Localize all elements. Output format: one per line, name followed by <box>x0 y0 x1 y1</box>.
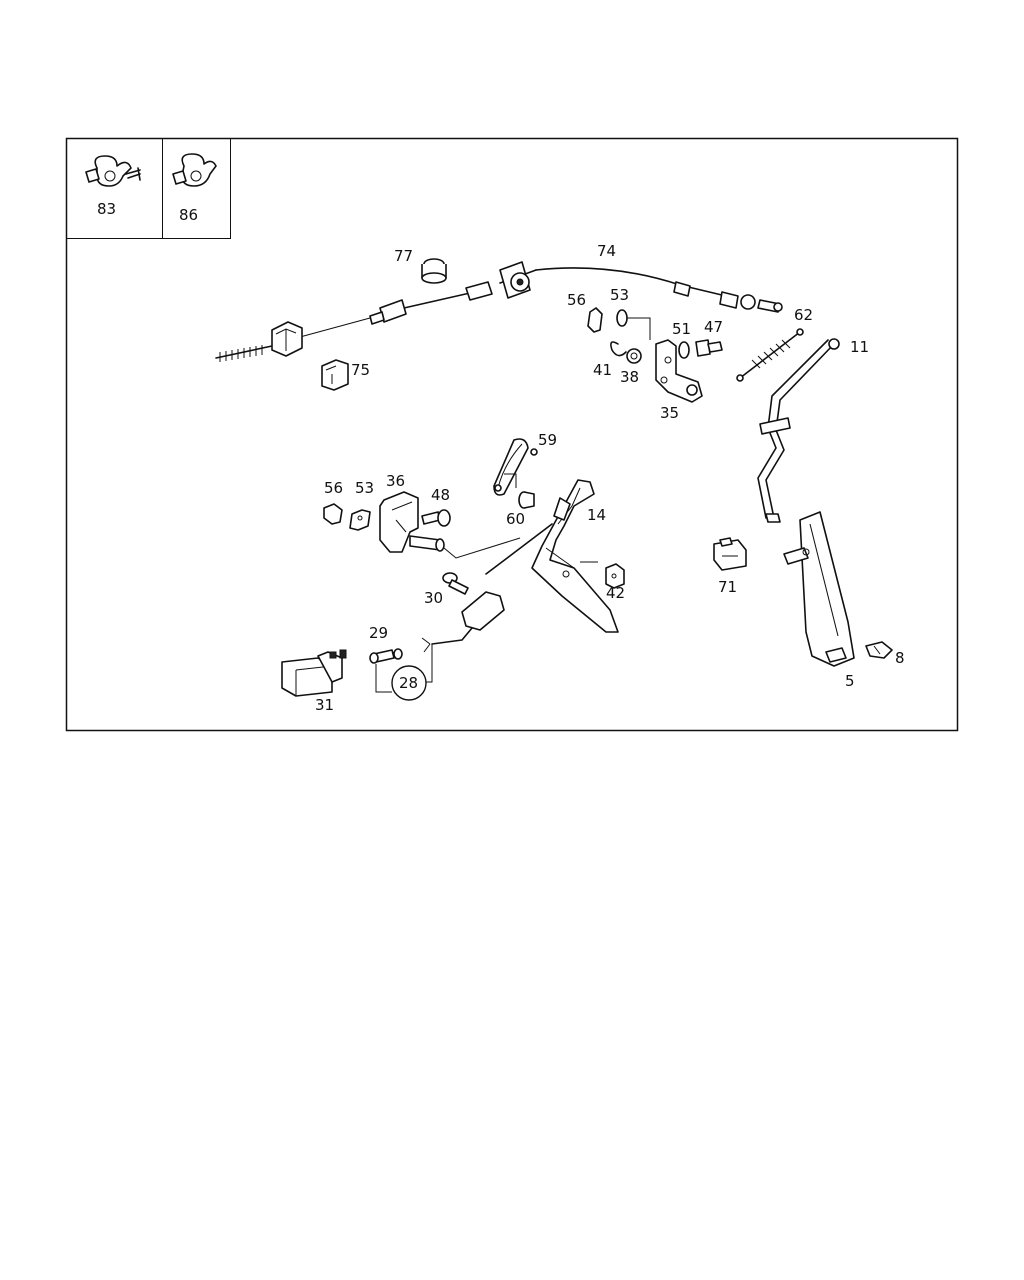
label-56-upper: 56 <box>567 291 586 309</box>
rod-11-drawing <box>757 338 840 523</box>
clip-8-drawing <box>865 641 893 659</box>
label-38: 38 <box>620 368 639 386</box>
label-30: 30 <box>424 589 443 607</box>
washer-53-upper-drawing <box>616 309 651 340</box>
relay-31-drawing <box>281 649 347 697</box>
threaded-end-drawing <box>215 345 273 362</box>
pedal-arm-14-drawing <box>531 479 619 633</box>
label-36: 36 <box>386 472 405 490</box>
callout-circle-28 <box>391 665 427 701</box>
clamp-86-drawing <box>172 153 217 187</box>
bolt-30-drawing <box>442 572 469 595</box>
nut-51-drawing <box>678 341 690 359</box>
label-5: 5 <box>845 672 855 690</box>
block-36-drawing <box>379 491 445 553</box>
clip-56-upper-drawing <box>587 307 603 333</box>
label-41: 41 <box>593 361 612 379</box>
clip-56-lower-drawing <box>323 503 343 525</box>
label-31: 31 <box>315 696 334 714</box>
leader-28 <box>375 644 433 693</box>
label-28: 28 <box>399 674 418 692</box>
pin-60-drawing <box>518 491 535 509</box>
label-8: 8 <box>895 649 905 667</box>
clamp-83-drawing <box>85 155 141 187</box>
bushing-38-drawing <box>626 348 642 364</box>
label-35: 35 <box>660 404 679 422</box>
label-75: 75 <box>351 361 370 379</box>
pin-29-drawing <box>369 648 403 664</box>
label-11: 11 <box>850 338 869 356</box>
label-56-lower: 56 <box>324 479 343 497</box>
label-86: 86 <box>179 206 198 224</box>
label-59: 59 <box>538 431 557 449</box>
bracket-clip-drawing <box>271 321 303 357</box>
label-47: 47 <box>704 318 723 336</box>
ring-41-drawing <box>610 341 627 357</box>
inset-box-86 <box>162 138 231 239</box>
label-53-upper: 53 <box>610 286 629 304</box>
switch-lever-drawing <box>421 591 505 653</box>
label-83: 83 <box>97 200 116 218</box>
label-77: 77 <box>394 247 413 265</box>
leader-36-14 <box>443 537 521 559</box>
grommet-77-drawing <box>421 258 447 284</box>
bolt-48-drawing <box>421 509 451 527</box>
plate-59-drawing <box>493 438 538 496</box>
label-60: 60 <box>506 510 525 528</box>
label-62: 62 <box>794 306 813 324</box>
label-71: 71 <box>718 578 737 596</box>
bolt-47-drawing <box>695 339 723 357</box>
bracket-35-drawing <box>655 339 703 403</box>
label-74: 74 <box>597 242 616 260</box>
label-48: 48 <box>431 486 450 504</box>
label-29: 29 <box>369 624 388 642</box>
label-51: 51 <box>672 320 691 338</box>
clip-75-drawing <box>321 359 349 391</box>
label-14: 14 <box>587 506 606 524</box>
diagram-frame <box>65 137 959 732</box>
connector-71-drawing <box>713 537 747 571</box>
cable-74-drawing <box>299 261 783 338</box>
washer-53-lower-drawing <box>349 509 371 531</box>
spring-62-drawing <box>736 328 804 382</box>
label-42: 42 <box>606 584 625 602</box>
label-53-lower: 53 <box>355 479 374 497</box>
cable-arrow <box>485 523 553 575</box>
inset-box-83 <box>66 138 163 239</box>
clip-42-drawing <box>580 561 625 589</box>
pedal-5-drawing <box>783 511 855 667</box>
